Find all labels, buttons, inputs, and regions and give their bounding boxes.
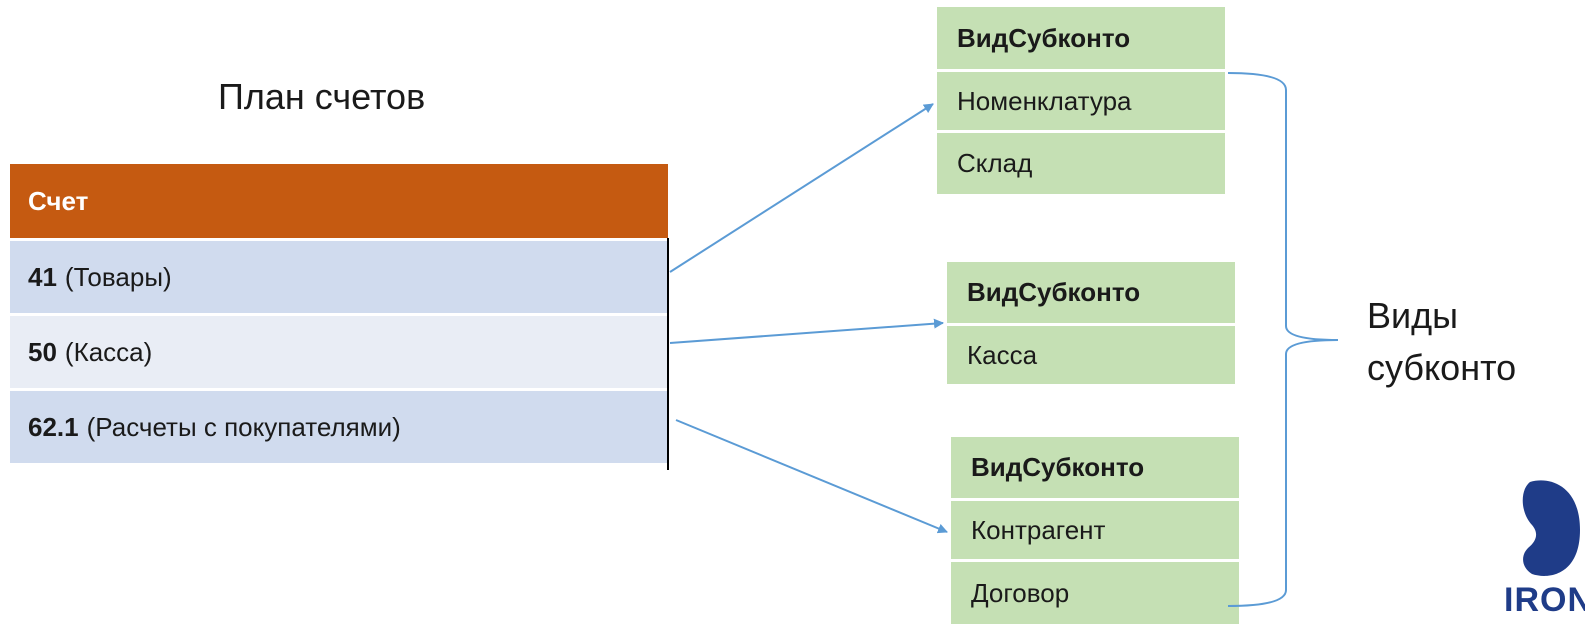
account-name: (Товары) — [64, 261, 172, 292]
logo-text: IRON — [1504, 581, 1585, 619]
account-code: 50 — [28, 336, 57, 367]
account-code: 41 — [28, 261, 57, 292]
label-line-1: Виды — [1367, 295, 1459, 336]
accounts-table: Счет 41 (Товары) 50 (Касса) 62.1 (Расчет… — [10, 164, 668, 463]
subconto-header: ВидСубконто — [947, 262, 1235, 326]
subconto-item: Номенклатура — [937, 72, 1225, 133]
subconto-item: Склад — [937, 133, 1225, 194]
right-brace — [1227, 72, 1339, 607]
subconto-group-2: ВидСубконто Касса — [947, 262, 1235, 384]
subconto-group-1: ВидСубконто Номенклатура Склад — [937, 7, 1225, 194]
subconto-item: Договор — [951, 562, 1239, 624]
account-row-41: 41 (Товары) — [10, 238, 668, 313]
subconto-item: Касса — [947, 326, 1235, 384]
label-line-2: субконто — [1367, 347, 1517, 388]
arrow-62-1-to-group-3 — [675, 419, 948, 534]
subconto-item: Контрагент — [951, 501, 1239, 562]
page-title: План счетов — [218, 76, 426, 117]
arrow-41-to-group-1 — [669, 103, 934, 273]
logo-mark-icon — [1522, 480, 1580, 576]
subconto-header: ВидСубконто — [951, 437, 1239, 501]
account-row-62-1: 62.1 (Расчеты с покупателями) — [10, 388, 668, 463]
subconto-header: ВидСубконто — [937, 7, 1225, 72]
arrow-50-to-group-2 — [669, 318, 944, 344]
account-code: 62.1 — [28, 411, 79, 442]
account-name: (Расчеты с покупателями) — [86, 411, 401, 442]
account-row-50: 50 (Касса) — [10, 313, 668, 388]
logo: IRON — [1480, 470, 1585, 627]
accounts-table-header: Счет — [10, 164, 668, 238]
subconto-types-label: Виды субконто — [1367, 290, 1516, 394]
subconto-group-3: ВидСубконто Контрагент Договор — [951, 437, 1239, 624]
table-right-border — [667, 238, 669, 470]
account-name: (Касса) — [64, 336, 153, 367]
